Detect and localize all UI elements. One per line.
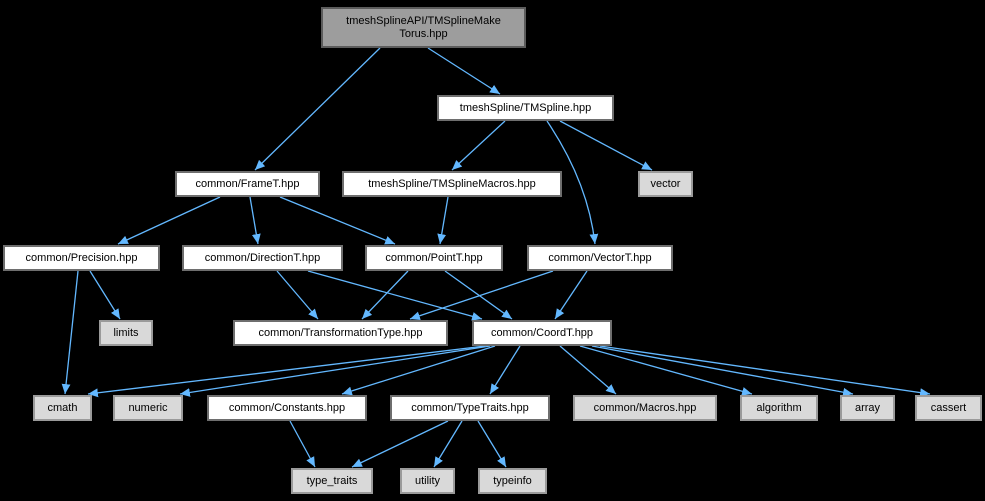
- edge-typetraits-to-type_traits: [351, 420, 449, 468]
- node-constants[interactable]: common/Constants.hpp: [207, 395, 367, 421]
- edge-tmspline-to-vector: [559, 120, 653, 171]
- edge-macros-to-point: [437, 196, 449, 245]
- edge-frame-to-direction: [249, 196, 261, 245]
- edge-coord-to-algorithm: [579, 345, 753, 396]
- edge-precision-to-limits: [89, 270, 121, 320]
- edge-coord-to-constants: [341, 345, 496, 396]
- edge-tmspline-to-macros: [451, 120, 506, 171]
- edge-typetraits-to-utility: [433, 420, 463, 468]
- edge-coord-to-macroshpp: [559, 345, 617, 395]
- edge-root-to-frame: [254, 47, 381, 171]
- node-type_traits: type_traits: [291, 468, 373, 494]
- edge-point-to-transform: [361, 270, 409, 320]
- node-array: array: [840, 395, 895, 421]
- edge-vectort-to-coord: [554, 270, 588, 320]
- edge-coord-to-cmath: [87, 345, 486, 398]
- edge-frame-to-point: [279, 196, 396, 245]
- node-macroshpp: common/Macros.hpp: [573, 395, 717, 421]
- node-vectort[interactable]: common/VectorT.hpp: [527, 245, 673, 271]
- node-transform[interactable]: common/TransformationType.hpp: [233, 320, 448, 346]
- node-coord[interactable]: common/CoordT.hpp: [472, 320, 612, 346]
- node-typetraits[interactable]: common/TypeTraits.hpp: [390, 395, 550, 421]
- edge-tmspline-to-vectort: [546, 120, 599, 245]
- node-numeric: numeric: [113, 395, 183, 421]
- node-cmath: cmath: [33, 395, 92, 421]
- node-root: tmeshSplineAPI/TMSplineMake Torus.hpp: [321, 7, 526, 48]
- edge-direction-to-coord: [307, 270, 483, 321]
- node-tmspline[interactable]: tmeshSpline/TMSpline.hpp: [437, 95, 614, 121]
- node-limits: limits: [99, 320, 153, 346]
- node-cassert: cassert: [915, 395, 982, 421]
- edge-coord-to-array: [591, 345, 854, 397]
- node-direction[interactable]: common/DirectionT.hpp: [182, 245, 343, 271]
- node-macros[interactable]: tmeshSpline/TMSplineMacros.hpp: [342, 171, 562, 197]
- edge-root-to-tmspline: [427, 47, 501, 95]
- node-utility: utility: [400, 468, 455, 494]
- edge-vectort-to-transform: [409, 270, 554, 321]
- edge-coord-to-typetraits: [489, 345, 521, 395]
- node-point[interactable]: common/PointT.hpp: [365, 245, 503, 271]
- node-frame[interactable]: common/FrameT.hpp: [175, 171, 320, 197]
- edge-typetraits-to-typeinfo: [477, 420, 507, 468]
- edge-precision-to-cmath: [61, 270, 79, 395]
- edge-coord-to-cassert: [599, 345, 931, 397]
- node-typeinfo: typeinfo: [478, 468, 547, 494]
- edge-direction-to-transform: [276, 270, 319, 320]
- node-vector: vector: [638, 171, 693, 197]
- edge-coord-to-numeric: [179, 345, 491, 397]
- edge-point-to-coord: [444, 270, 513, 320]
- edge-frame-to-precision: [117, 196, 221, 245]
- node-precision[interactable]: common/Precision.hpp: [3, 245, 160, 271]
- node-algorithm: algorithm: [740, 395, 818, 421]
- edge-constants-to-type_traits: [289, 420, 316, 468]
